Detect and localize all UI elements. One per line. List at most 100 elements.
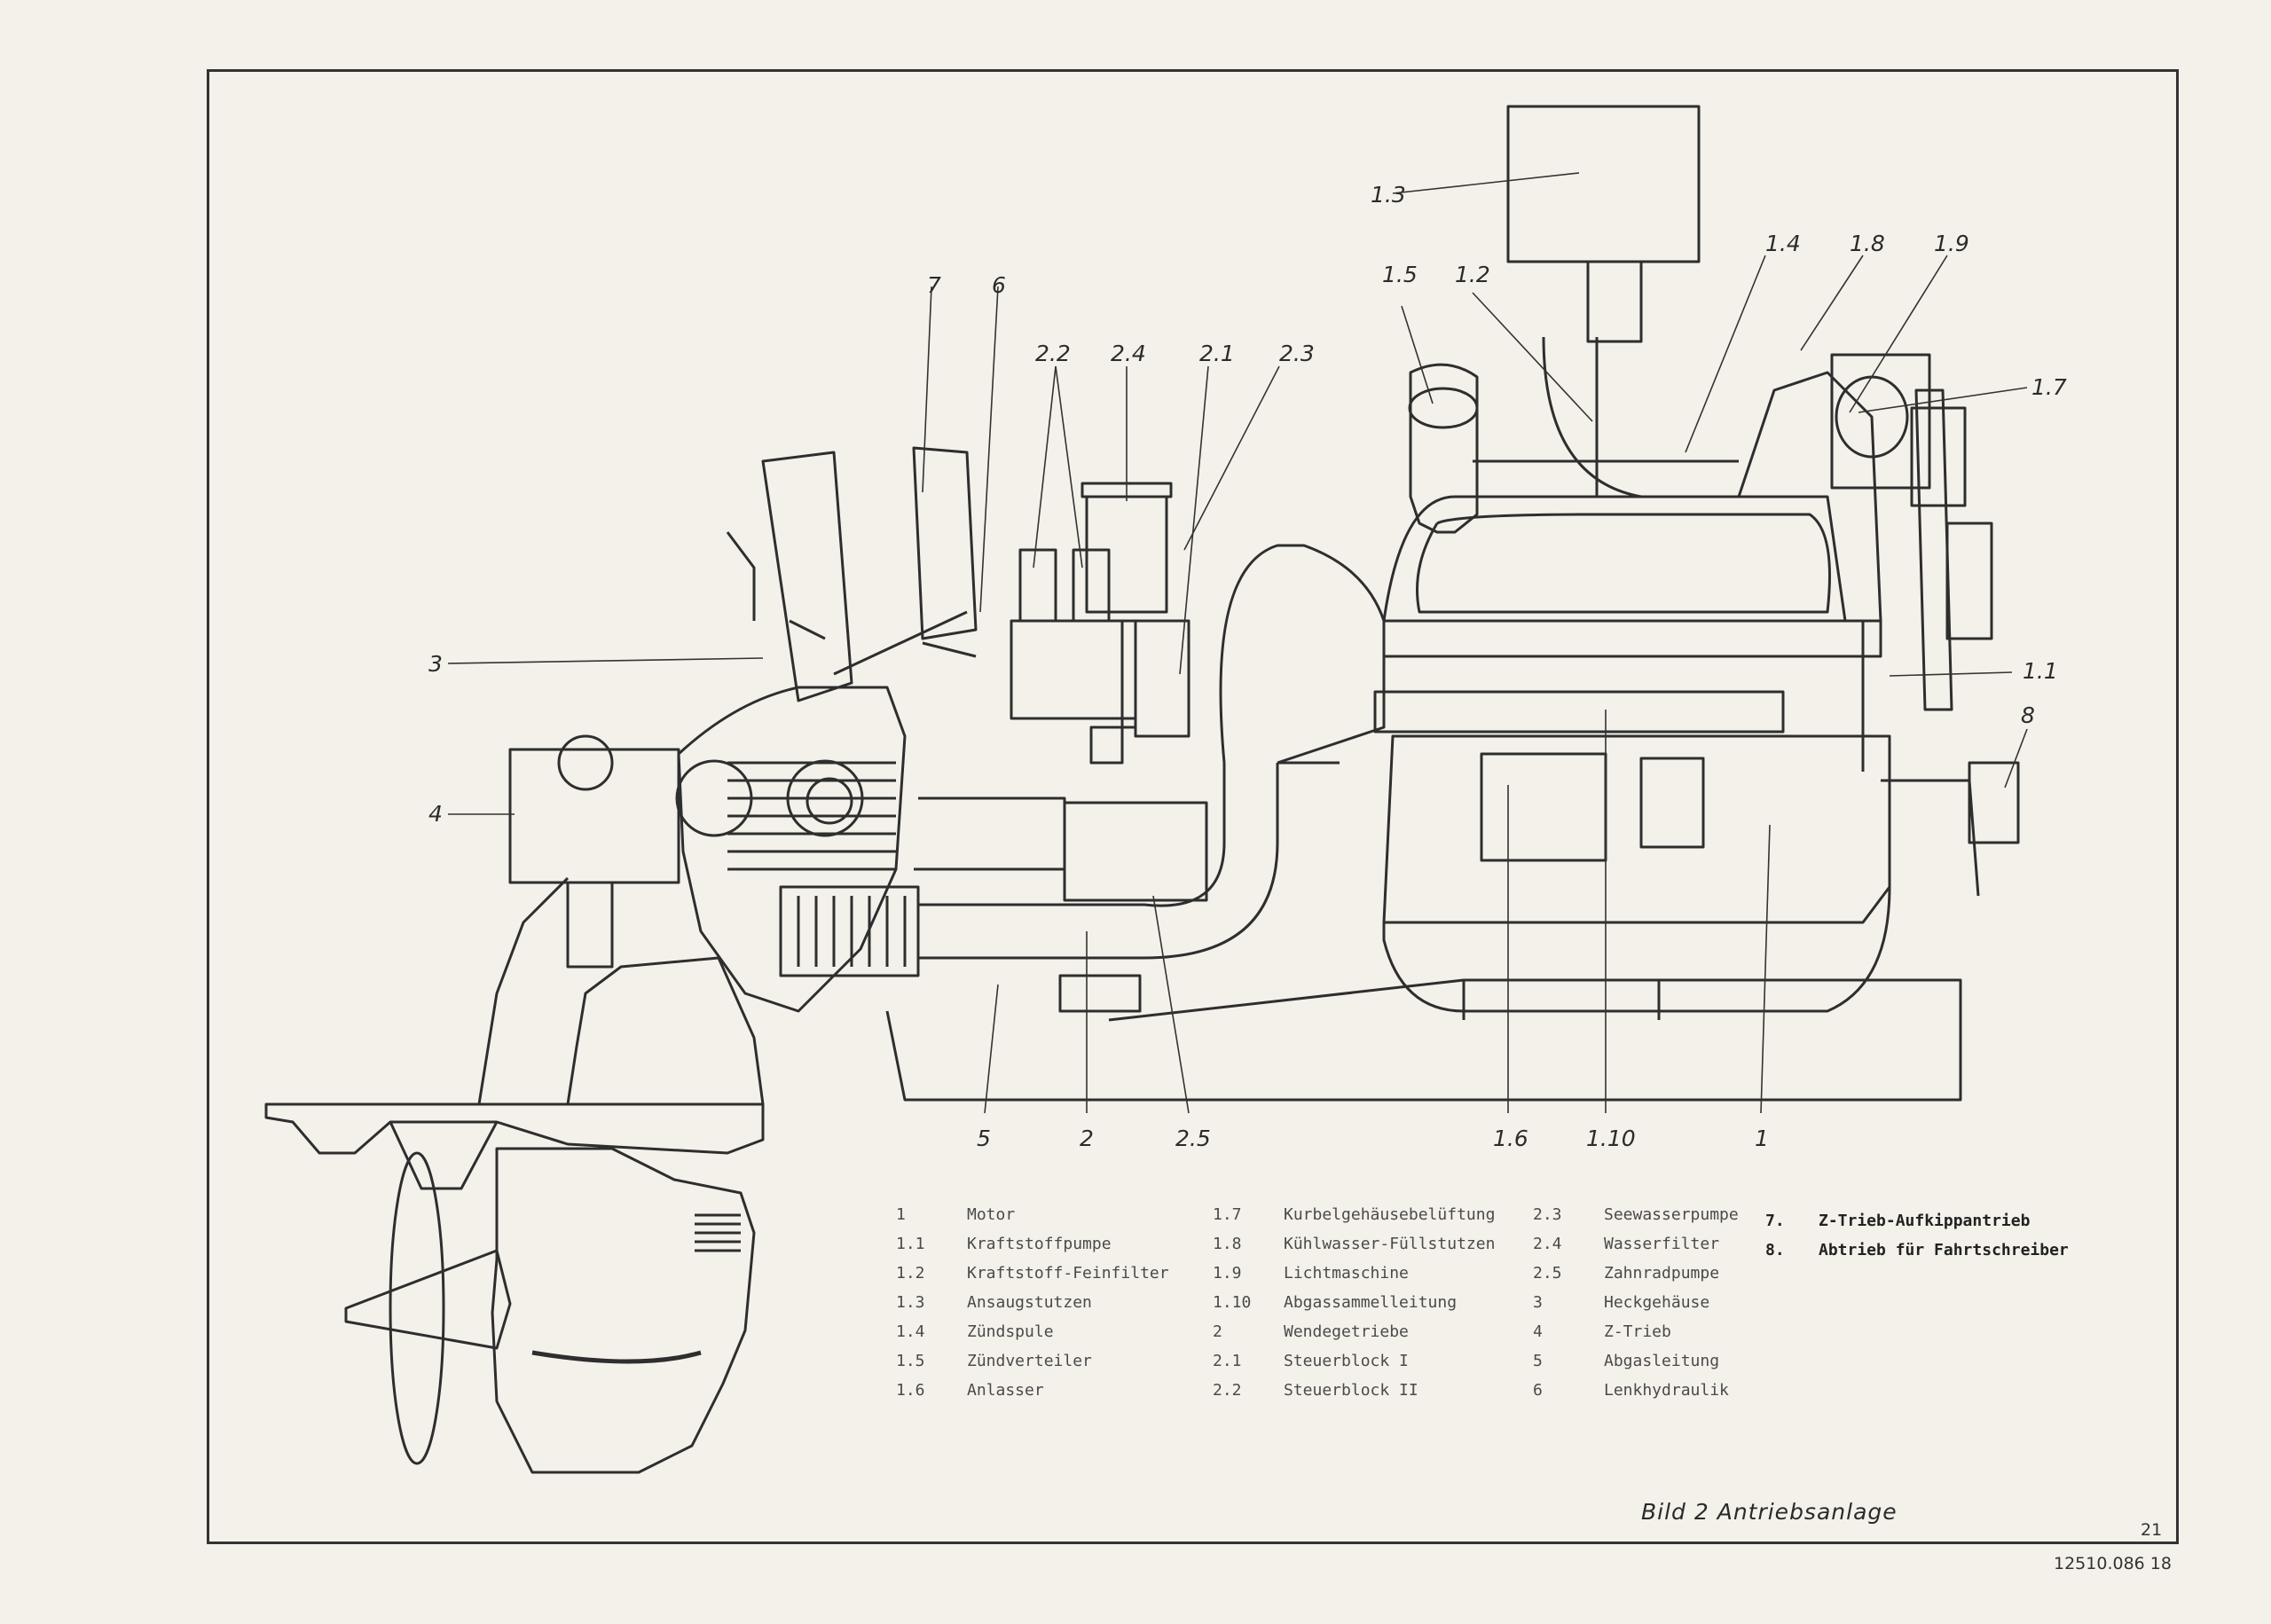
legend-item: 2.1 Steuerblock I [1213,1346,1495,1376]
legend-item: 2.2 Steuerblock II [1213,1376,1495,1405]
callout-2-4: 2.4 [1111,341,1146,366]
legend-label: Abgasleitung [1604,1352,1720,1370]
legend-label: Steuerblock II [1284,1381,1418,1400]
legend-label: Zündspule [967,1322,1054,1341]
callout-5: 5 [977,1126,991,1151]
callout-1-3: 1.3 [1371,182,1406,208]
legend-label: Z-Trieb-Aufkippantrieb [1819,1212,2031,1230]
legend-item: 1 Motor [896,1200,1169,1229]
legend-column-3: 2.3 Seewasserpumpe 2.4 Wasserfilter 2.5 Zah… [1533,1200,1739,1405]
legend-item: 1.3 Ansaugstutzen [896,1288,1169,1317]
legend-number: 8. [1765,1241,1785,1259]
callout-1-5: 1.5 [1382,262,1418,287]
legend-label: Lichtmaschine [1284,1264,1409,1283]
legend-number: 2.1 [1213,1352,1242,1370]
legend-number: 1.4 [896,1322,925,1341]
figure-caption: Bild 2 Antriebsanlage [1641,1499,1898,1525]
legend-number: 3 [1533,1293,1543,1312]
legend-item: 1.9 Lichtmaschine [1213,1259,1495,1288]
legend-item: 1.8 Kühlwasser-Füllstutzen [1213,1229,1495,1259]
legend-number: 2.2 [1213,1381,1242,1400]
legend-number: 2.3 [1533,1205,1562,1224]
legend-item: 3 Heckgehäuse [1533,1288,1739,1317]
callout-2-1: 2.1 [1199,341,1235,366]
legend-item: 2.3 Seewasserpumpe [1533,1200,1739,1229]
callout-1-10: 1.10 [1586,1126,1636,1151]
legend-label: Lenkhydraulik [1604,1381,1729,1400]
legend-label: Zahnradpumpe [1604,1264,1720,1283]
legend-number: 1.5 [896,1352,925,1370]
callout-1-8: 1.8 [1850,231,1885,256]
legend-number: 1.3 [896,1293,925,1312]
page-number: 21 [2141,1520,2163,1540]
legend-number: 1 [896,1205,906,1224]
legend-label: Abtrieb für Fahrtschreiber [1819,1241,2069,1259]
callout-1-9: 1.9 [1934,231,1969,256]
legend-label: Kraftstoffpumpe [967,1235,1112,1253]
legend-number: 4 [1533,1322,1543,1341]
callout-3: 3 [428,651,443,677]
leader-lines [447,172,2028,1114]
legend-label: Kurbelgehäusebelüftung [1284,1205,1496,1224]
legend-label: Ansaugstutzen [967,1293,1092,1312]
legend-number: 1.10 [1213,1293,1252,1312]
legend-label: Wasserfilter [1604,1235,1720,1253]
legend-item: 1.7 Kurbelgehäusebelüftung [1213,1200,1495,1229]
legend-label: Zündverteiler [967,1352,1092,1370]
legend-label: Seewasserpumpe [1604,1205,1739,1224]
callout-1: 1 [1755,1126,1769,1151]
z-drive-assembly [264,748,765,1474]
legend-number: 1.6 [896,1381,925,1400]
legend-item: 8. Abtrieb für Fahrtschreiber [1765,1236,2069,1265]
legend-number: 1.2 [896,1264,925,1283]
callout-2: 2 [1080,1126,1094,1151]
legend-number: 6 [1533,1381,1543,1400]
legend-column-2: 1.7 Kurbelgehäusebelüftung 1.8 Kühlwasser-… [1213,1200,1495,1405]
legend-number: 2.4 [1533,1235,1562,1253]
legend-column-4: 7. Z-Trieb-Aufkippantrieb 8. Abtrieb für F… [1765,1206,2069,1265]
callout-6: 6 [992,272,1006,298]
transmission [557,544,1386,1013]
legend-label: Z-Trieb [1604,1322,1671,1341]
callout-1-4: 1.4 [1765,231,1801,256]
document-number: 12510.086 18 [2054,1554,2172,1573]
legend-number: 1.7 [1213,1205,1242,1224]
callout-4: 4 [428,801,443,827]
legend-label: Kraftstoff-Feinfilter [967,1264,1169,1283]
legend-label: Anlasser [967,1381,1044,1400]
base-frame [885,978,1962,1102]
legend-label: Steuerblock I [1284,1352,1409,1370]
callout-2-5: 2.5 [1175,1126,1211,1151]
legend-number: 1.8 [1213,1235,1242,1253]
legend-item: 1.2 Kraftstoff-Feinfilter [896,1259,1169,1288]
legend-number: 1.9 [1213,1264,1242,1283]
callout-1-7: 1.7 [2031,374,2067,400]
legend-label: Motor [967,1205,1016,1224]
callout-1-2: 1.2 [1455,262,1490,287]
legend-number: 2 [1213,1322,1222,1341]
legend-item: 4 Z-Trieb [1533,1317,1739,1346]
drawing-frame [207,69,2179,1544]
legend-label: Wendegetriebe [1284,1322,1409,1341]
legend-item: 2.4 Wasserfilter [1533,1229,1739,1259]
legend-item: 1.4 Zündspule [896,1317,1169,1346]
callout-8: 8 [2021,702,2035,728]
legend-item: 2 Wendegetriebe [1213,1317,1495,1346]
legend-item: 2.5 Zahnradpumpe [1533,1259,1739,1288]
legend-item: 1.5 Zündverteiler [896,1346,1169,1376]
control-blocks [726,446,1191,765]
legend-item: 1.6 Anlasser [896,1376,1169,1405]
legend-label: Heckgehäuse [1604,1293,1710,1312]
callout-2-3: 2.3 [1279,341,1315,366]
legend-number: 2.5 [1533,1264,1562,1283]
legend-item: 6 Lenkhydraulik [1533,1376,1739,1405]
legend-label: Kühlwasser-Füllstutzen [1284,1235,1496,1253]
legend-item: 1.10 Abgassammelleitung [1213,1288,1495,1317]
legend-label: Abgassammelleitung [1284,1293,1458,1312]
legend-number: 7. [1765,1212,1785,1230]
callout-2-2: 2.2 [1035,341,1071,366]
